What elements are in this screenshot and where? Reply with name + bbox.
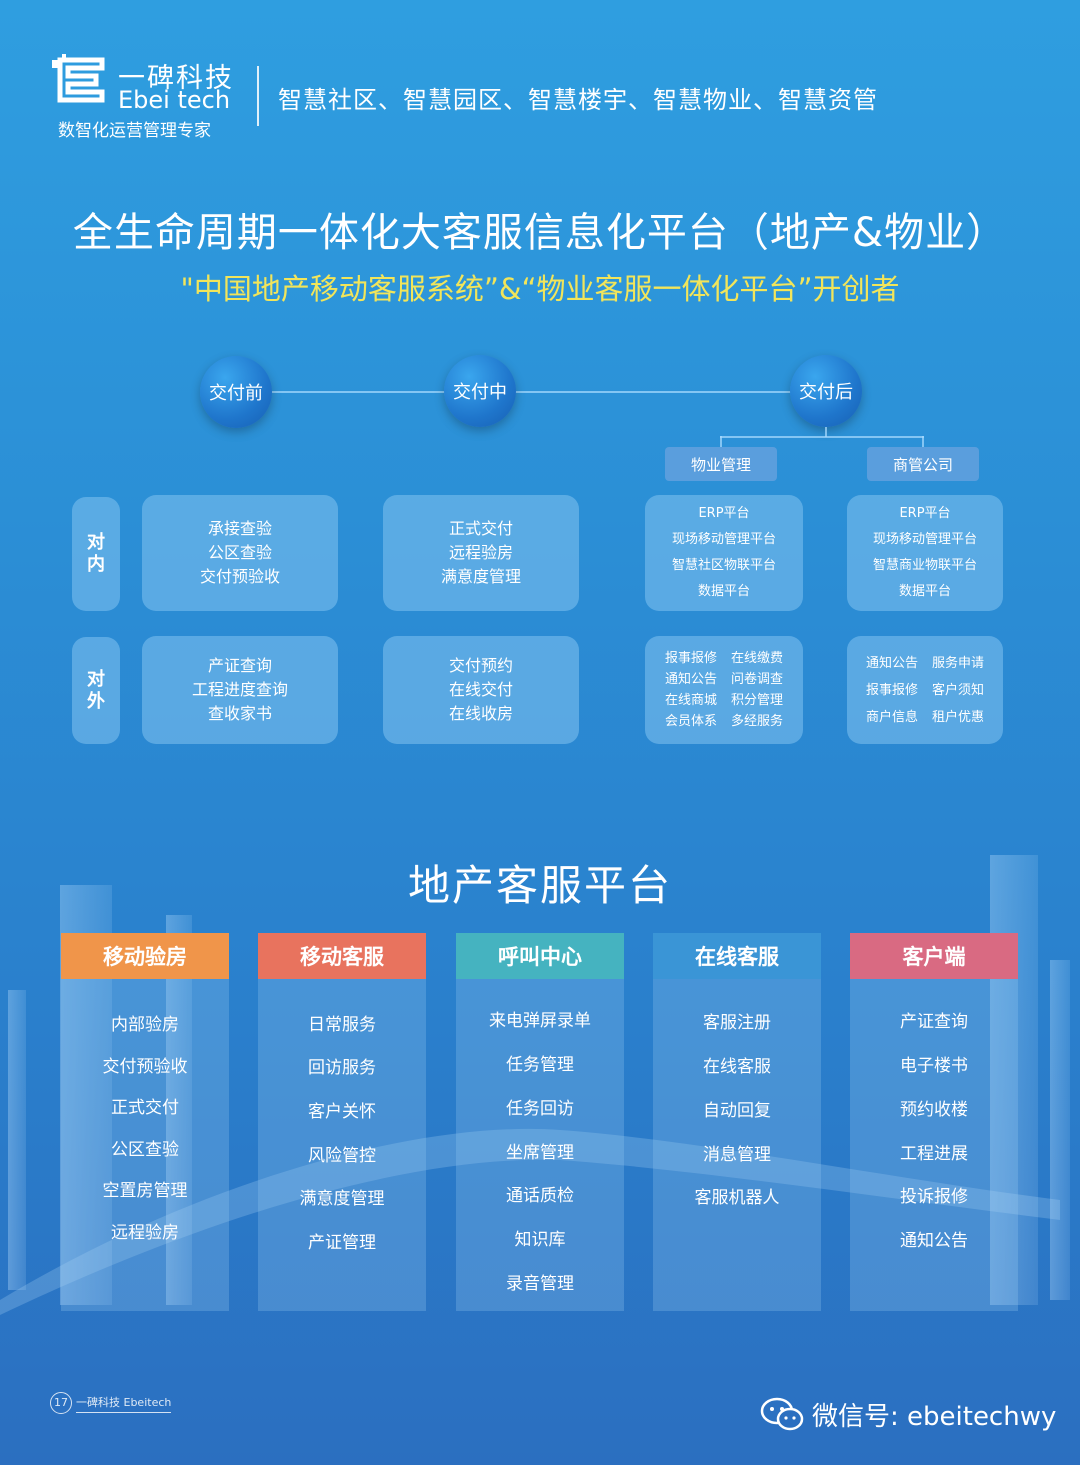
platform-column: 在线客服客服注册在线客服自动回复消息管理客服机器人 (653, 933, 821, 1311)
platform-column-item: 客服机器人 (694, 1188, 780, 1208)
header-divider (257, 66, 259, 126)
tag-property-management: 物业管理 (665, 447, 777, 481)
building-decoration (990, 855, 1038, 1305)
platform-column-item: 自动回复 (703, 1101, 771, 1121)
brand-tagline: 数智化运营管理专家 (58, 121, 211, 141)
platform-column-item: 交付预验收 (102, 1057, 188, 1077)
wave-decoration (0, 1128, 1060, 1315)
platform-column-item: 空置房管理 (102, 1181, 188, 1201)
platform-column-item: 产证查询 (900, 1012, 968, 1032)
footer-page-info: 17 一碑科技 Ebeitech (50, 1392, 172, 1414)
row-label-outer: 对外 (72, 637, 120, 744)
branch-line (922, 436, 924, 448)
platform-column: 客户端产证查询电子楼书预约收楼工程进展投诉报修通知公告 (850, 933, 1018, 1311)
brand-name-en: Ebei tech (118, 86, 231, 114)
platform-column-item: 通知公告 (900, 1231, 968, 1251)
platform-column-item: 客户关怀 (308, 1102, 376, 1122)
row-label-outer-text: 对外 (87, 668, 105, 712)
platform-column-item: 投诉报修 (900, 1187, 968, 1207)
platform-column-item: 公区查验 (111, 1140, 179, 1160)
tag-commercial-company: 商管公司 (867, 447, 979, 481)
platform-column-item: 在线客服 (703, 1057, 771, 1077)
outer-before-box: 产证查询 工程进度查询 查收家书 (142, 636, 338, 744)
platform-column-item: 客服注册 (703, 1013, 771, 1033)
brand-name-cn: 一碑科技 (118, 63, 234, 94)
platform-column-header: 客户端 (850, 933, 1018, 979)
timeline-line (236, 391, 826, 393)
platform-column-header: 在线客服 (653, 933, 821, 979)
outer-during-box: 交付预约 在线交付 在线收房 (383, 636, 579, 744)
branch-line (825, 427, 827, 437)
platform-column-item: 满意度管理 (299, 1189, 385, 1209)
platform-column-item: 录音管理 (506, 1274, 574, 1294)
building-decoration (1050, 960, 1070, 1300)
platform-column-item: 远程验房 (111, 1223, 179, 1243)
row-label-inner-text: 对内 (87, 532, 105, 575)
building-decoration (166, 915, 192, 1305)
footer-brand: 一碑科技 Ebeitech (76, 1394, 172, 1413)
page-number: 17 (50, 1392, 72, 1414)
inner-during-box: 正式交付 远程验房 满意度管理 (383, 495, 579, 611)
platform-column-item: 日常服务 (308, 1015, 376, 1035)
wechat-icon (760, 1397, 804, 1430)
platform-column-item: 回访服务 (308, 1058, 376, 1078)
outer-property-box: 报事报修在线缴费 通知公告问卷调查 在线商城积分管理 会员体系多经服务 (645, 636, 803, 744)
outer-commercial-box: 通知公告服务申请 报事报修客户须知 商户信息租户优惠 (847, 636, 1003, 744)
platform-column-header: 呼叫中心 (456, 933, 624, 979)
platform-column-header: 移动验房 (61, 933, 229, 979)
platform-column-item: 预约收楼 (900, 1100, 968, 1120)
platform-column-item: 任务管理 (506, 1055, 574, 1075)
stage-before: 交付前 (200, 356, 272, 428)
platform-column-item: 风险管控 (308, 1146, 376, 1166)
platform-column-item: 内部验房 (111, 1015, 179, 1035)
platform-column-item: 任务回访 (506, 1099, 574, 1119)
wechat-id: 微信号: ebeitechwy (812, 1402, 1057, 1432)
platform-column-header: 移动客服 (258, 933, 426, 979)
platform-column: 呼叫中心来电弹屏录单任务管理任务回访坐席管理通话质检知识库录音管理 (456, 933, 624, 1311)
platform-column-item: 工程进展 (900, 1144, 968, 1164)
row-label-inner: 对内 (72, 497, 120, 611)
platform-column-item: 正式交付 (111, 1098, 179, 1118)
page-title: 全生命周期一体化大客服信息化平台（地产&物业） (72, 210, 1008, 256)
stage-during: 交付中 (444, 355, 516, 427)
inner-before-box: 承接查验 公区查验 交付预验收 (142, 495, 338, 611)
platform-column-item: 产证管理 (308, 1233, 376, 1253)
platform-column-item: 来电弹屏录单 (489, 1011, 591, 1031)
platform-column: 移动客服日常服务回访服务客户关怀风险管控满意度管理产证管理 (258, 933, 426, 1311)
ebei-logo-icon (52, 54, 105, 103)
platform-column: 移动验房内部验房交付预验收正式交付公区查验空置房管理远程验房 (61, 933, 229, 1311)
platform-column-item: 通话质检 (506, 1186, 574, 1206)
branch-line (720, 436, 924, 438)
outer-property-grid: 报事报修在线缴费 通知公告问卷调查 在线商城积分管理 会员体系多经服务 (664, 651, 784, 729)
inner-property-box: ERP平台 现场移动管理平台 智慧社区物联平台 数据平台 (645, 495, 803, 611)
platform-column-item: 坐席管理 (506, 1143, 574, 1163)
branch-line (720, 436, 722, 448)
platform-column-item: 电子楼书 (900, 1056, 968, 1076)
stage-after: 交付后 (790, 355, 862, 427)
platform-column-item: 知识库 (514, 1230, 566, 1250)
footer-wechat: 微信号: ebeitechwy (760, 1396, 1056, 1433)
header-slogan: 智慧社区、智慧园区、智慧楼宇、智慧物业、智慧资管 (278, 86, 878, 114)
page-subtitle: "中国地产移动客服系统”&“物业客服一体化平台”开创者 (180, 272, 900, 306)
platform-column-item: 消息管理 (703, 1145, 771, 1165)
outer-commercial-grid: 通知公告服务申请 报事报修客户须知 商户信息租户优惠 (865, 655, 985, 725)
platform-title: 地产客服平台 (407, 861, 672, 910)
building-decoration (8, 990, 26, 1290)
inner-commercial-box: ERP平台 现场移动管理平台 智慧商业物联平台 数据平台 (847, 495, 1003, 611)
